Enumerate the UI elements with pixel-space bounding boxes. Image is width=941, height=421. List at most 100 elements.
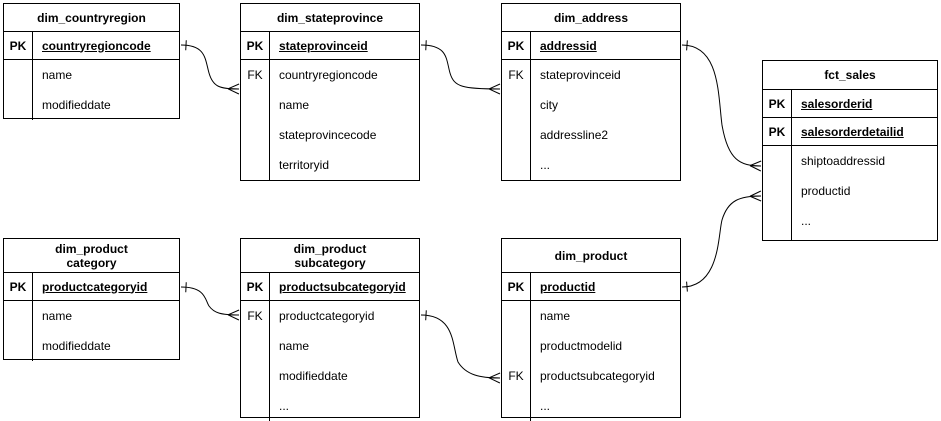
attribute-row[interactable]: productsubcategoryid bbox=[540, 369, 655, 383]
attribute-key-column bbox=[4, 301, 33, 361]
attribute-row[interactable]: name bbox=[42, 309, 73, 323]
attribute-row[interactable]: ... bbox=[801, 214, 812, 228]
relationship-line bbox=[180, 44, 240, 90]
foreign-key-badge: FK bbox=[508, 369, 524, 383]
attribute-key-column: FK bbox=[502, 301, 531, 421]
relationship-product-to-sales[interactable] bbox=[681, 190, 762, 292]
key-row[interactable]: PK stateprovinceid bbox=[241, 32, 419, 60]
attribute-row[interactable]: modifieddate bbox=[42, 339, 111, 353]
key-badge: PK bbox=[763, 118, 792, 145]
key-badge: PK bbox=[241, 32, 270, 59]
attribute-row[interactable]: ... bbox=[279, 399, 290, 413]
attribute-row[interactable]: stateprovinceid bbox=[540, 68, 621, 82]
attribute-key-column bbox=[763, 146, 792, 240]
key-badge: PK bbox=[4, 273, 33, 300]
key-column-name: stateprovinceid bbox=[279, 38, 368, 53]
attribute-row[interactable]: shiptoaddressid bbox=[801, 154, 886, 168]
key-row[interactable]: PK productid bbox=[502, 273, 680, 301]
crowsfoot-upper bbox=[227, 88, 240, 95]
attribute-row[interactable]: modifieddate bbox=[279, 369, 348, 383]
relationship-subcategory-to-product[interactable] bbox=[420, 310, 501, 384]
entity-title: dim_countryregion bbox=[4, 4, 179, 32]
attribute-key-column: FK bbox=[241, 60, 270, 180]
attribute-block: FK stateprovinceid city addressline2... bbox=[502, 60, 680, 180]
relationship-stateprovince-to-address[interactable] bbox=[420, 40, 501, 95]
entity-title: dim_product category bbox=[4, 239, 179, 273]
entity-title: fct_sales bbox=[763, 61, 937, 90]
attribute-block: FK countryregioncode name stateprovincecode… bbox=[241, 60, 419, 180]
attribute-row[interactable]: productmodelid bbox=[540, 339, 623, 353]
entity-title: dim_stateprovince bbox=[241, 4, 419, 32]
attribute-row[interactable]: ... bbox=[540, 399, 551, 413]
key-row[interactable]: PK addressid bbox=[502, 32, 680, 60]
crowsfoot-upper bbox=[749, 195, 762, 202]
attribute-list: shiptoaddressid productid... bbox=[792, 146, 937, 240]
attribute-list: countryregioncode name stateprovincecode te… bbox=[270, 60, 419, 180]
attribute-row[interactable]: addressline2 bbox=[540, 128, 609, 142]
relationship-line bbox=[420, 44, 501, 90]
key-badge: PK bbox=[502, 32, 531, 59]
cardinality-one-marker bbox=[425, 310, 427, 321]
attribute-row[interactable]: stateprovincecode bbox=[279, 128, 377, 142]
relationship-line bbox=[180, 286, 240, 316]
key-column-name: productid bbox=[540, 279, 596, 294]
attribute-row[interactable]: countryregioncode bbox=[279, 68, 378, 82]
attribute-row[interactable]: productid bbox=[801, 184, 851, 198]
attribute-block: name modifieddate bbox=[4, 301, 179, 361]
attribute-row[interactable]: modifieddate bbox=[42, 98, 111, 112]
key-badge: PK bbox=[4, 32, 33, 59]
attribute-row[interactable]: name bbox=[279, 98, 310, 112]
entity-title: dim_address bbox=[502, 4, 680, 32]
foreign-key-badge: FK bbox=[247, 309, 263, 323]
crowsfoot-lower bbox=[749, 160, 762, 167]
key-column-name: countryregioncode bbox=[42, 38, 151, 53]
cardinality-one-marker bbox=[686, 40, 688, 51]
key-row[interactable]: PK salesorderdetailid bbox=[763, 118, 937, 146]
attribute-row[interactable]: ... bbox=[540, 158, 551, 172]
attribute-list: name modifieddate bbox=[33, 301, 179, 361]
crowsfoot-lower bbox=[488, 372, 501, 379]
crowsfoot-lower bbox=[227, 83, 240, 90]
attribute-row[interactable]: name bbox=[42, 68, 73, 82]
attribute-key-column: FK bbox=[241, 301, 270, 421]
attribute-block: FK name productmodelid productsubcategoryid… bbox=[502, 301, 680, 421]
cardinality-one-marker bbox=[185, 40, 187, 51]
entity-title: dim_product bbox=[502, 239, 680, 273]
relationship-productcategory-to-subcategory[interactable] bbox=[180, 282, 240, 321]
crowsfoot-lower bbox=[488, 83, 501, 90]
attribute-block: FK productcategoryid name modifieddate... bbox=[241, 301, 419, 421]
attribute-row[interactable]: name bbox=[279, 339, 310, 353]
relationship-countryregion-to-stateprovince[interactable] bbox=[180, 40, 240, 95]
attribute-key-column: FK bbox=[502, 60, 531, 180]
attribute-row[interactable]: name bbox=[540, 309, 571, 323]
entity-title: dim_product subcategory bbox=[241, 239, 419, 273]
attribute-row[interactable]: territoryid bbox=[279, 158, 330, 172]
relationship-line bbox=[681, 44, 762, 167]
attribute-row[interactable]: city bbox=[540, 98, 558, 112]
key-row[interactable]: PK countryregioncode bbox=[4, 32, 179, 60]
relationship-address-to-sales[interactable] bbox=[681, 40, 762, 172]
key-column-name: addressid bbox=[540, 38, 597, 53]
relationship-line bbox=[420, 314, 501, 379]
crowsfoot-upper bbox=[488, 88, 501, 95]
attribute-list: name modifieddate bbox=[33, 60, 179, 120]
crowsfoot-lower bbox=[227, 309, 240, 316]
attribute-row[interactable]: productcategoryid bbox=[279, 309, 375, 323]
key-column-name: salesorderdetailid bbox=[801, 124, 904, 139]
key-badge: PK bbox=[763, 90, 792, 117]
key-badge: PK bbox=[502, 273, 531, 300]
attribute-list: stateprovinceid city addressline2... bbox=[531, 60, 680, 180]
cardinality-one-marker bbox=[686, 281, 688, 292]
key-column-name: productsubcategoryid bbox=[279, 279, 406, 294]
